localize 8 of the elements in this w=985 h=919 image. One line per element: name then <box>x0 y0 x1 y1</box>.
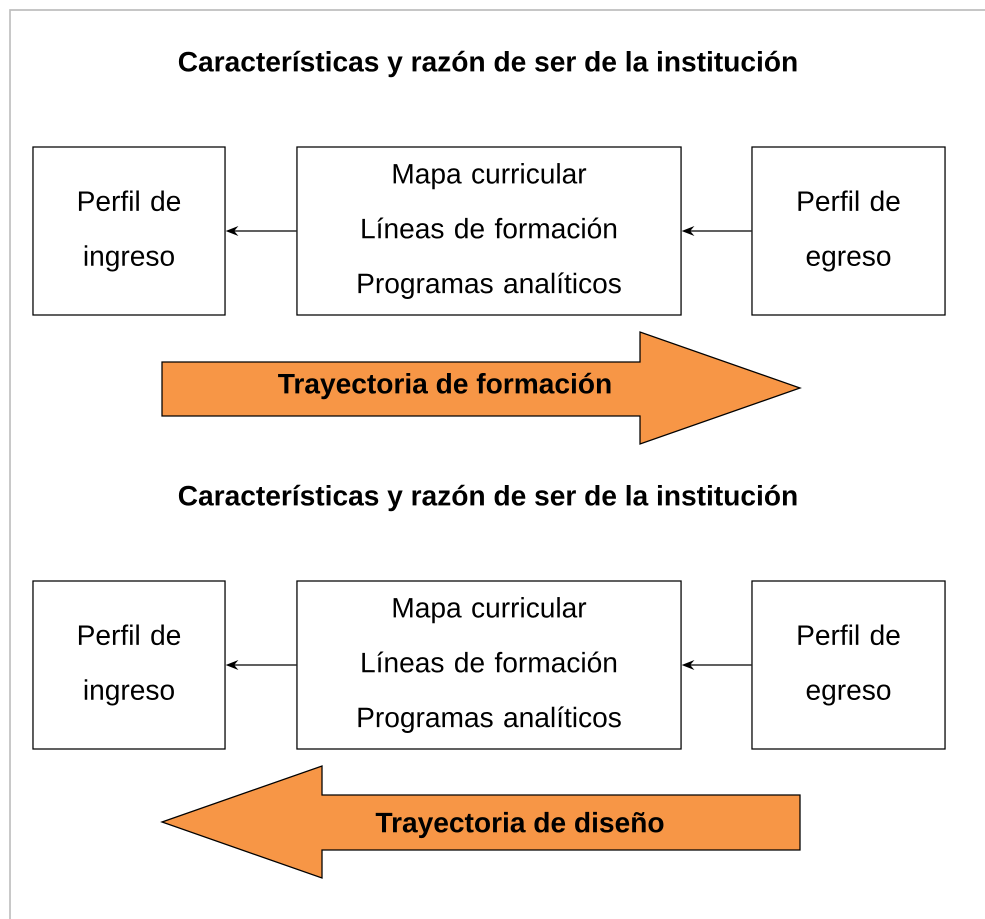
heading: Características y razón de ser de la institución <box>178 484 796 512</box>
text-box: Perfil de ingreso <box>32 146 226 316</box>
text-box: Mapa curricular Líneas de formación Programas analíticos <box>296 580 682 750</box>
text-box: Mapa curricular Líneas de formación Programas analíticos <box>296 146 682 316</box>
text-box: Perfil de ingreso <box>32 580 226 750</box>
text-box: Perfil de egreso <box>751 146 946 316</box>
text-box: Perfil de egreso <box>751 580 946 750</box>
heading: Características y razón de ser de la institución <box>178 50 796 78</box>
